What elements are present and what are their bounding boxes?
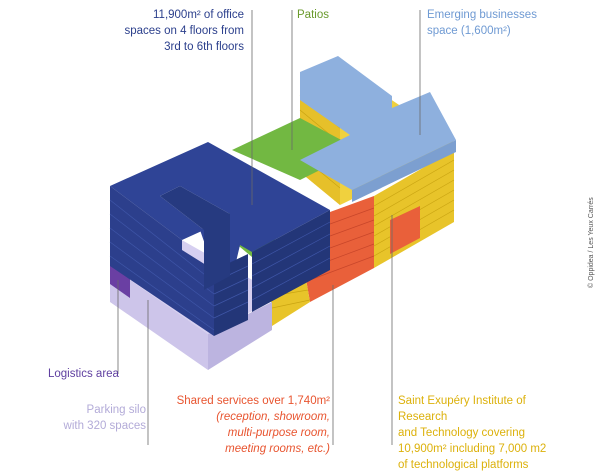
emerging-top xyxy=(300,56,456,190)
photo-credit: © Oppidea / Les Yeux Carrés xyxy=(588,197,595,288)
logistics-area xyxy=(110,262,130,298)
office-front-face xyxy=(110,186,214,336)
institute-label-line: Saint Exupéry Institute of Research xyxy=(398,395,526,423)
emerging-side xyxy=(352,140,456,202)
office-courtyard-wall xyxy=(160,186,230,290)
institute-label-line: and Technology covering xyxy=(398,427,526,439)
office-label-line: 11,900m² of office xyxy=(153,9,244,21)
institute-label: Saint Exupéry Institute of Research and … xyxy=(398,393,558,473)
leader-lines xyxy=(117,10,421,445)
office-top xyxy=(110,142,330,270)
parking-front xyxy=(110,266,208,370)
institute-label-line: 10,900m² including 7,000 m2 xyxy=(398,443,547,455)
shared-label-detail: meeting rooms, etc.) xyxy=(225,443,330,455)
emerging-label-line: Emerging businesses xyxy=(427,9,537,21)
shared-services-lower xyxy=(390,206,420,254)
parking-silo-label: Parking silo with 320 spaces xyxy=(40,402,146,434)
shared-label-detail: (reception, showroom, xyxy=(216,411,330,423)
office-label-line: spaces on 4 floors from xyxy=(124,25,244,37)
parking-label-line: with 320 spaces xyxy=(63,420,146,432)
office-floor-lines xyxy=(109,199,331,331)
emerging-label-line: space (1,600m²) xyxy=(427,25,511,37)
patios-label: Patios xyxy=(297,9,329,21)
office-right-face xyxy=(252,210,330,312)
parking-side xyxy=(208,302,272,370)
building-diagram xyxy=(109,10,456,445)
emerging-businesses-label: Emerging businesses space (1,600m²) xyxy=(427,7,587,39)
office-label: 11,900m² of office spaces on 4 floors fr… xyxy=(118,7,244,55)
logistics-area-label: Logistics area xyxy=(48,368,119,380)
shared-label-detail: multi-purpose room, xyxy=(227,427,330,439)
office-label-line: 3rd to 6th floors xyxy=(164,41,244,53)
shared-services-label: Shared services over 1,740m² (reception,… xyxy=(175,393,330,457)
institute-label-line: of technological platforms xyxy=(398,459,529,471)
parking-label-line: Parking silo xyxy=(86,404,146,416)
shared-label-title: Shared services over 1,740m² xyxy=(176,395,330,407)
